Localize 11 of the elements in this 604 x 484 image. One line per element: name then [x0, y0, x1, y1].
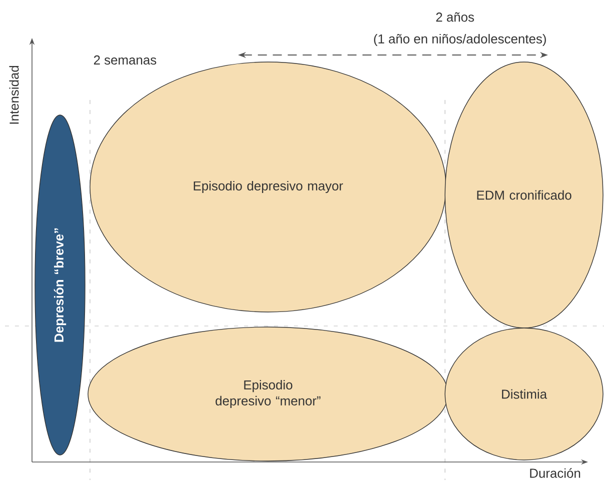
ellipse-label: Episodio depresivo mayor [194, 180, 343, 194]
duration-label: 2 semanas [94, 55, 156, 65]
axis-label: Intensidad [9, 66, 19, 124]
duration-label: 2 años [436, 12, 474, 22]
ellipse-label: Distimia [502, 389, 548, 399]
ellipse-label: Episodio depresivo “menor” [216, 380, 320, 408]
ellipse-label: EDM cronificado [477, 190, 572, 200]
ellipse [444, 328, 604, 460]
ellipse-label: Depresión “breve” [54, 228, 66, 342]
duration-label: (1 año en niños/adolescentes) [374, 34, 546, 46]
ellipse [34, 114, 86, 456]
